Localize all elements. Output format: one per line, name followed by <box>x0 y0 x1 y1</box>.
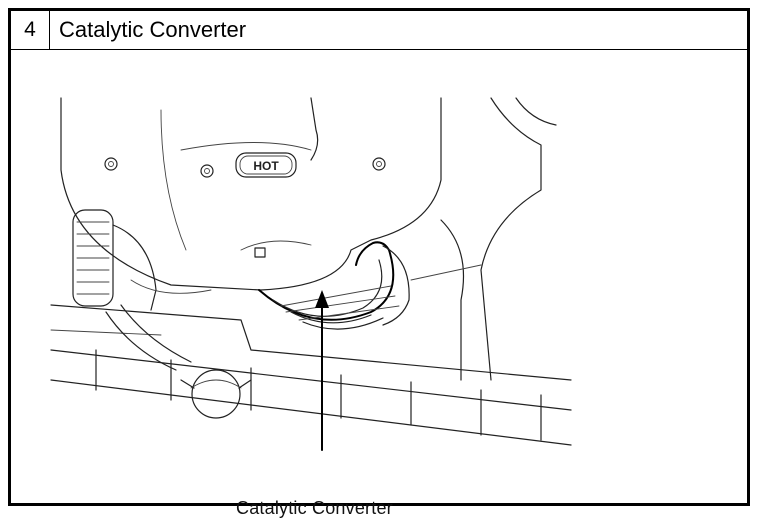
bolt-icon <box>104 157 118 171</box>
bolt-icon <box>200 164 214 178</box>
bolt-icon <box>254 247 266 258</box>
hot-warning-badge: HOT <box>235 152 297 178</box>
up-arrow-callout <box>315 290 329 451</box>
step-title: Catalytic Converter <box>59 17 247 42</box>
engine-illustration: HOT <box>11 50 747 518</box>
step-header: 4 Catalytic Converter <box>11 11 747 50</box>
callout-label: Catalytic Converter <box>236 498 393 518</box>
engine-drawing: HOT <box>50 97 572 451</box>
reservoir-cap-icon <box>180 369 252 419</box>
step-panel: 4 Catalytic Converter <box>8 8 750 518</box>
catalytic-converter-part <box>258 241 410 330</box>
step-number: 4 <box>11 11 50 49</box>
bolt-icon <box>372 157 386 171</box>
pulley-icon <box>72 209 157 311</box>
hot-badge-text: HOT <box>253 159 279 173</box>
